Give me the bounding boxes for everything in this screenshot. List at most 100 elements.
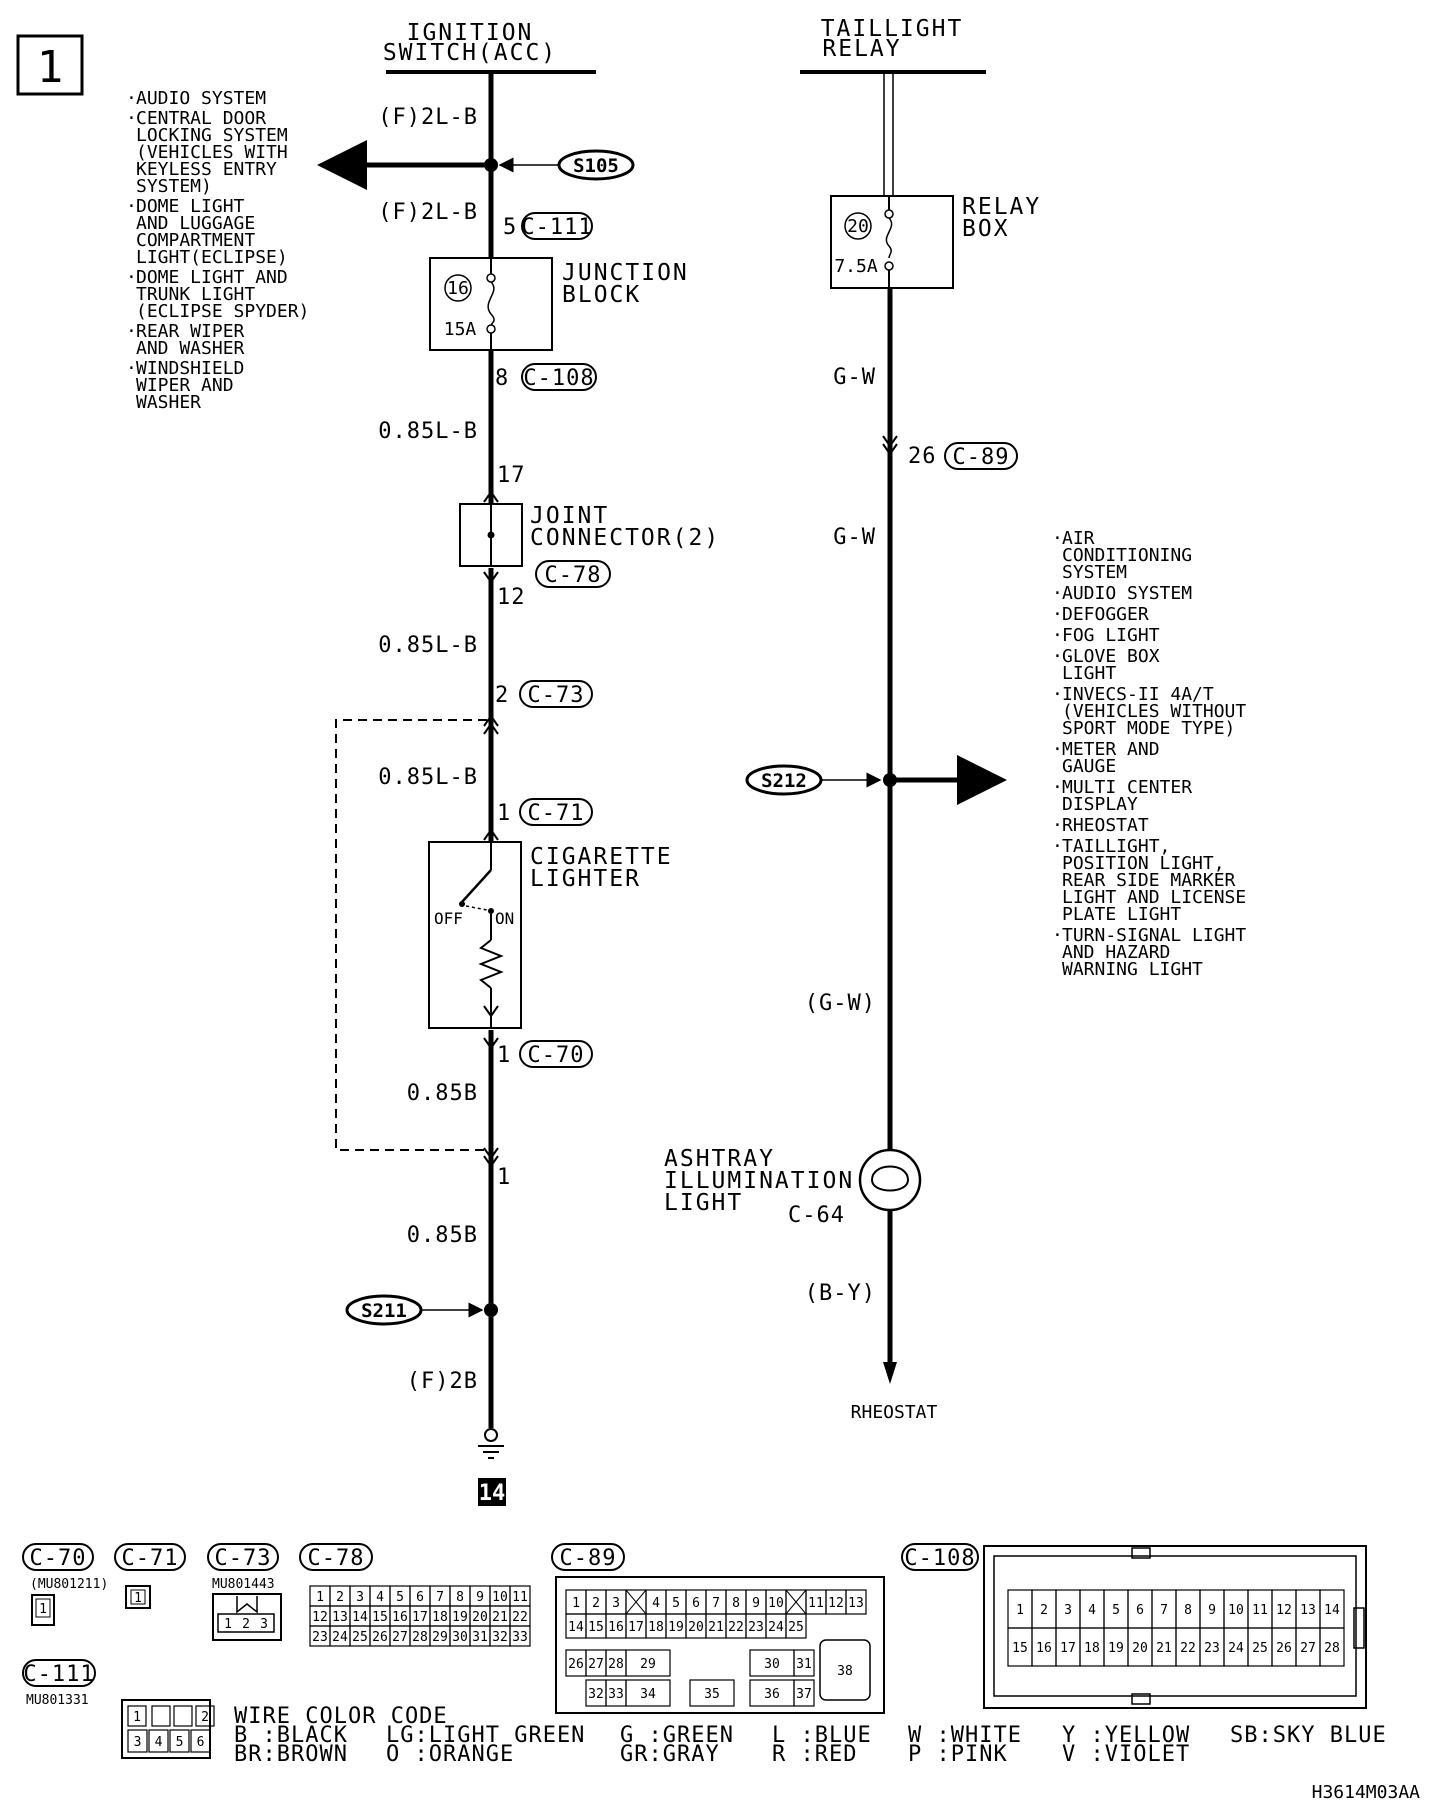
color-code-entry: P :PINK: [908, 1742, 1008, 1767]
list-item-line: CENTRAL DOOR: [136, 108, 266, 129]
list-item-line: AUDIO SYSTEM: [136, 88, 266, 109]
pin-number: 4: [376, 1590, 384, 1605]
bullet-icon: ·: [1052, 836, 1063, 857]
list-item-line: AIR: [1062, 528, 1095, 549]
pin-number: 29: [432, 1630, 448, 1645]
junction-title-2: BLOCK: [562, 282, 641, 308]
list-item-line: AUDIO SYSTEM: [1062, 583, 1192, 604]
wire-label: 0.85L-B: [378, 765, 478, 790]
list-item-line: (VEHICLES WITHOUT: [1062, 701, 1246, 722]
pin-number: 22: [512, 1610, 528, 1625]
svg-text:1: 1: [39, 1602, 47, 1617]
pin-number: 20: [1132, 1641, 1148, 1656]
joint-title-2: CONNECTOR(2): [530, 525, 720, 551]
pin-number: 20: [688, 1620, 704, 1635]
pin-number: 1: [1016, 1603, 1024, 1618]
color-code-title: WIRE COLOR CODE: [234, 1704, 448, 1729]
left-circuit: (F)2L-B S105 (F)2L-B 5 C-111 16 15A JUNC…: [317, 72, 720, 1506]
switch-icon: [461, 869, 492, 903]
pin-number: 19: [1108, 1641, 1124, 1656]
wire-label: 0.85L-B: [378, 633, 478, 658]
pin-number: 10: [492, 1590, 508, 1605]
pin-number: 31: [796, 1657, 812, 1672]
pin-number: 4: [1088, 1603, 1096, 1618]
pin-number: 4: [652, 1596, 660, 1611]
pin-number: 5: [1112, 1603, 1120, 1618]
ground-number: 14: [479, 1481, 506, 1506]
pin-number: 7: [436, 1590, 444, 1605]
pin-number: 8: [1184, 1603, 1192, 1618]
bullet-icon: ·: [126, 358, 137, 379]
list-item-line: KEYLESS ENTRY: [136, 159, 277, 180]
pin-number: 5: [503, 215, 517, 240]
fuse-number: 16: [447, 278, 469, 299]
color-code-entry: SB:SKY BLUE: [1230, 1723, 1387, 1748]
wire-label: 0.85B: [407, 1223, 478, 1248]
pin-number: 11: [1252, 1603, 1268, 1618]
fuse-amp: 7.5A: [834, 256, 878, 277]
pin-number: 1: [316, 1590, 324, 1605]
optional-path: [335, 719, 487, 1151]
pin-number: 18: [1084, 1641, 1100, 1656]
list-item-line: AND HAZARD: [1062, 942, 1170, 963]
pin-number: 8: [456, 1590, 464, 1605]
list-item-line: DOME LIGHT AND: [136, 267, 288, 288]
color-code-entry: G :GREEN: [620, 1723, 734, 1748]
pin-number: 35: [704, 1687, 720, 1702]
list-item-line: LOCKING SYSTEM: [136, 125, 288, 146]
pin-number: 5: [672, 1596, 680, 1611]
pin-number: 23: [312, 1630, 328, 1645]
bulb-icon: [858, 1148, 922, 1212]
pin-number: 3: [1064, 1603, 1072, 1618]
list-item-line: GAUGE: [1062, 756, 1116, 777]
switch-on-label: ON: [495, 909, 514, 928]
list-item-line: WASHER: [136, 392, 201, 413]
color-code-entry: BR:BROWN: [234, 1742, 348, 1767]
bullet-icon: ·: [1052, 646, 1063, 667]
pin-number: 9: [1208, 1603, 1216, 1618]
color-code-entry: B :BLACK: [234, 1723, 348, 1748]
connector-label: C-70: [528, 1043, 585, 1068]
svg-text:2: 2: [242, 1617, 250, 1632]
list-item-line: COMPARTMENT: [136, 230, 255, 251]
right-circuit: 20 7.5A RELAY BOX G-W 26 C-89 G-W S212 (…: [664, 72, 1039, 1423]
color-code-entry: V :VIOLET: [1062, 1742, 1190, 1767]
fuse-amp: 15A: [444, 319, 477, 340]
list-item-line: LIGHT(ECLIPSE): [136, 247, 288, 268]
pin-number: 19: [668, 1620, 684, 1635]
pin-number: 24: [1228, 1641, 1244, 1656]
rheostat-label: RHEOSTAT: [851, 1402, 938, 1423]
ashtray-title-3: LIGHT: [664, 1190, 743, 1216]
pin-number: 10: [768, 1596, 784, 1611]
pin-number: 28: [1324, 1641, 1340, 1656]
pin-number: 2: [1040, 1603, 1048, 1618]
pin-number: 29: [640, 1657, 656, 1672]
pin-number: 4: [155, 1735, 163, 1750]
pin-number: 30: [764, 1657, 780, 1672]
joint-title-1: JOINT: [530, 503, 609, 529]
pin-number: 31: [472, 1630, 488, 1645]
splice-label: S211: [361, 1300, 407, 1322]
pin-number: 15: [588, 1620, 604, 1635]
list-item-line: WARNING LIGHT: [1062, 959, 1203, 980]
list-item-line: DEFOGGER: [1062, 604, 1149, 625]
list-item-line: TURN-SIGNAL LIGHT: [1062, 925, 1246, 946]
connector-tag: [521, 212, 593, 240]
pin-number: 1: [497, 801, 511, 826]
c70-part: (MU801211): [30, 1577, 108, 1592]
junction-title-1: JUNCTION: [562, 260, 689, 286]
pin-number: 7: [712, 1596, 720, 1611]
wire-label: 0.85B: [407, 1081, 478, 1106]
pin-number: 8: [732, 1596, 740, 1611]
pin-number: 23: [748, 1620, 764, 1635]
pin-number: 13: [332, 1610, 348, 1625]
pin-number: 3: [134, 1735, 142, 1750]
pin-number: 21: [492, 1610, 508, 1625]
fuse-number: 20: [847, 216, 869, 237]
c73-part: MU801443: [212, 1577, 275, 1592]
relay-title-2: BOX: [962, 216, 1010, 242]
list-item-line: LIGHT: [1062, 663, 1116, 684]
list-item-line: WIPER AND: [136, 375, 234, 396]
pin-number: 28: [412, 1630, 428, 1645]
